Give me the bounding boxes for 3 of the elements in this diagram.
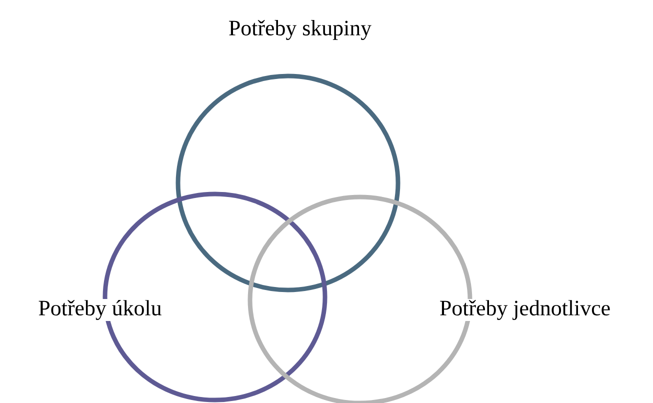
circle-label: Potřeby jednotlivce <box>438 299 612 321</box>
circle-label: Potřeby skupiny <box>227 19 373 41</box>
circle-label: Potřeby úkolu <box>37 299 163 321</box>
